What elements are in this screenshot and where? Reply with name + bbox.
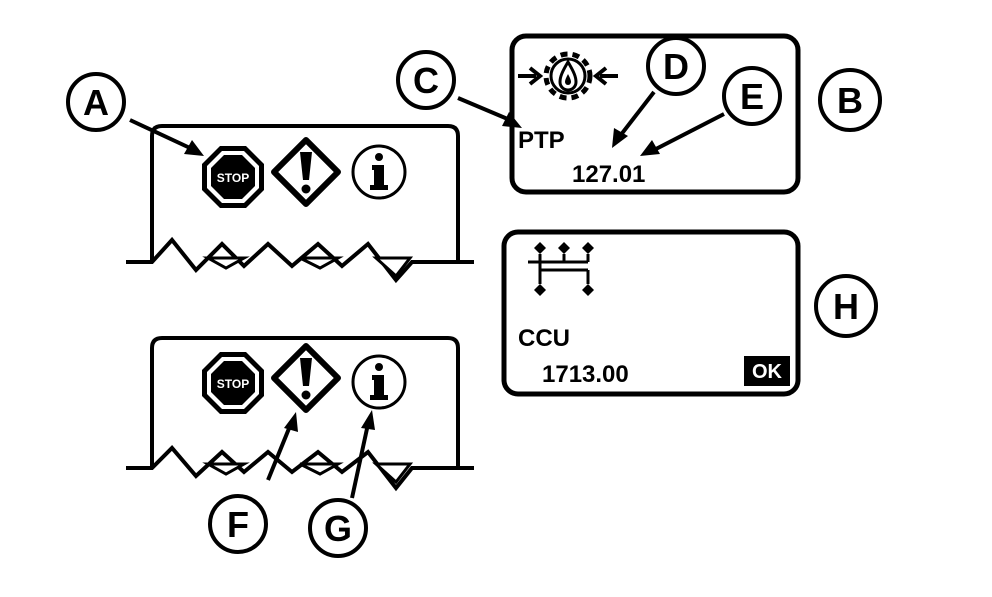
callout-c-label: C bbox=[413, 60, 439, 101]
ccu-value: 1713.00 bbox=[542, 361, 629, 388]
network-tree-icon bbox=[528, 242, 594, 296]
warning-icon bbox=[271, 343, 341, 413]
info-icon bbox=[351, 354, 407, 410]
callout-b-label: B bbox=[837, 80, 863, 121]
stop-icon-label: STOP bbox=[217, 377, 249, 391]
callout-f: F bbox=[208, 494, 268, 554]
indicator-panel-bottom: STOP bbox=[126, 336, 474, 492]
callout-a: A bbox=[66, 72, 126, 132]
panel-bottom-notches bbox=[202, 462, 414, 485]
callout-d: D bbox=[646, 36, 706, 96]
oil-pressure-gear-icon bbox=[518, 51, 618, 101]
ok-softkey: OK bbox=[744, 356, 790, 386]
ccu-display: CCU 1713.00 OK bbox=[501, 229, 801, 397]
info-icon bbox=[351, 144, 407, 200]
callout-g-label: G bbox=[324, 508, 352, 549]
panel-bottom-torn-edge bbox=[126, 445, 474, 492]
panel-top-torn-edge bbox=[126, 236, 474, 284]
stop-icon: STOP bbox=[202, 146, 264, 208]
callout-a-label: A bbox=[83, 82, 109, 123]
callout-h: H bbox=[814, 274, 878, 338]
callout-e-label: E bbox=[740, 76, 764, 117]
warning-icon bbox=[271, 137, 341, 207]
indicator-panel-top: STOP bbox=[126, 124, 474, 284]
callout-f-label: F bbox=[227, 504, 249, 545]
leader-arrows bbox=[129, 90, 725, 499]
callout-c: C bbox=[396, 50, 456, 110]
stop-icon-label: STOP bbox=[217, 171, 249, 185]
ptp-display: PTP 127.01 bbox=[509, 33, 801, 195]
callout-h-label: H bbox=[833, 286, 859, 327]
ok-label: OK bbox=[752, 361, 783, 383]
ptp-value: 127.01 bbox=[572, 161, 645, 188]
ptp-code: PTP bbox=[518, 127, 565, 154]
callout-b: B bbox=[818, 68, 882, 132]
callout-e: E bbox=[722, 66, 782, 126]
panel-bottom-outline bbox=[150, 336, 460, 468]
panel-top-notches bbox=[202, 256, 414, 279]
stop-icon: STOP bbox=[202, 352, 264, 414]
callout-g: G bbox=[308, 498, 368, 558]
ccu-display-frame bbox=[501, 229, 801, 397]
callout-d-label: D bbox=[663, 46, 689, 87]
ccu-code: CCU bbox=[518, 325, 570, 352]
